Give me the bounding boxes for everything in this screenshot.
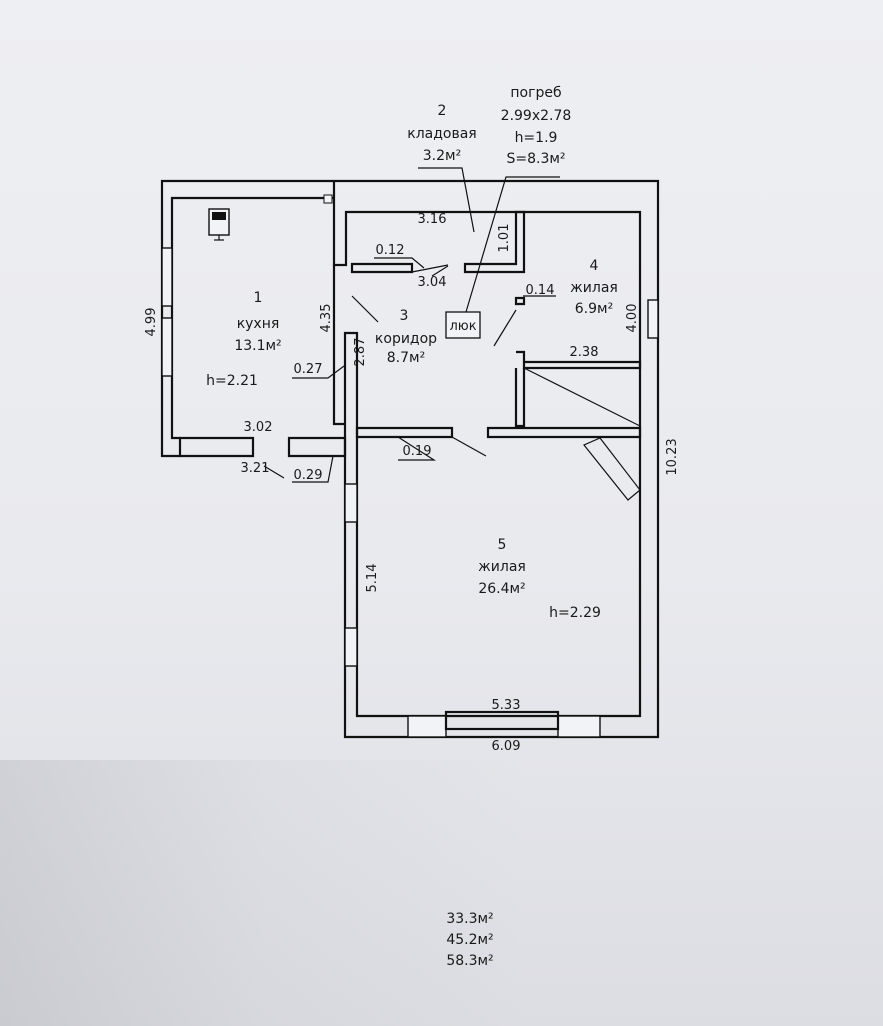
door-swing-room5 [583,437,641,501]
room4-bottom-wall [516,350,642,370]
room5-area: 26.4м² [478,581,525,597]
kitchen-window-1 [161,247,173,307]
room3-name: коридор [375,331,437,347]
kitchen-window-2 [161,317,173,377]
dim-238: 2.38 [570,345,599,360]
cellar-title: погреб [510,85,561,101]
room5-name: жилая [478,559,526,575]
room5-height: h=2.29 [549,605,601,621]
cellar-hatch-label: люк [449,319,476,334]
room1-height: h=2.21 [206,373,258,389]
pantry-partition-2 [463,210,526,274]
pantry-partition [350,262,414,274]
room4-number: 4 [590,258,599,274]
room1-name: кухня [237,316,280,332]
room5-window-left-1 [344,483,358,523]
dim-302: 3.02 [244,420,273,435]
room2-number: 2 [438,103,447,119]
room4-left-wall [514,296,526,306]
kitchen-corridor-wall-2 [332,265,345,426]
dim-400: 4.00 [625,304,640,333]
cellar-hatch [445,311,481,339]
dim-029: 0.29 [294,468,323,483]
room1-area: 13.1м² [234,338,281,354]
room4-name: жилая [570,280,618,296]
leader-027 [292,365,345,379]
leader-029 [292,455,334,483]
main-outer-wall [332,179,660,739]
room3-number: 3 [400,308,409,324]
door-swing-pantry [411,264,449,273]
corridor-bottom-wall-left [355,426,454,439]
room4-window [647,299,659,339]
kitchen-outer-wall [160,179,333,458]
pantry-leader-line [418,167,475,233]
leader-304 [431,265,449,277]
kitchen-corridor-wall [287,436,347,458]
dim-514: 5.14 [365,564,380,593]
cellar-area: S=8.3м² [506,151,565,167]
dim-287: 2.87 [353,338,368,367]
stair-diagonal [523,367,641,427]
room5-window-bottom-2 [557,715,601,738]
dim-316: 3.16 [418,212,447,227]
room4-area: 6.9м² [575,301,613,317]
room3-area: 8.7м² [387,350,425,366]
dim-027: 0.27 [294,362,323,377]
leader-019 [397,436,437,461]
room2-area: 3.2м² [423,148,461,164]
dim-101: 1.01 [497,224,512,253]
dim-012: 0.12 [376,243,405,258]
cellar-size: 2.99x2.78 [501,108,572,124]
room5-window-left-2 [344,627,358,667]
dim-533: 5.33 [492,698,521,713]
leader-321 [263,465,285,479]
area-totals: 33.3м² 45.2м² 58.3м² [400,909,540,972]
dim-019: 0.19 [403,444,432,459]
dim-609: 6.09 [492,739,521,754]
cellar-leader-line [465,176,560,313]
dim-499: 4.99 [144,308,159,337]
kitchen-bottom-wall [180,436,255,458]
stove-icon [208,208,230,241]
cellar-height: h=1.9 [515,130,558,146]
kitchen-vent [323,194,333,204]
room5-wall-bottom-mid [444,710,560,731]
dim-321: 3.21 [241,461,270,476]
room1-number: 1 [254,290,263,306]
total-living-area: 33.3м² [446,911,494,927]
leader-012 [374,257,425,269]
room5-number: 5 [498,537,507,553]
total-overall-area: 58.3м² [446,953,494,969]
door-swing-kitchen [351,295,379,323]
dim-304: 3.04 [418,275,447,290]
dim-435: 4.35 [319,304,334,333]
room2-name: кладовая [407,126,476,142]
dim-014: 0.14 [526,283,555,298]
stair-block [514,368,526,428]
door-swing-room4 [493,309,517,347]
corridor-bottom-wall [486,426,642,439]
dim-1023: 10.23 [665,438,680,475]
total-main-area: 45.2м² [446,932,494,948]
door-swing-corridor [451,436,487,457]
room5-window-bottom-1 [407,715,447,738]
